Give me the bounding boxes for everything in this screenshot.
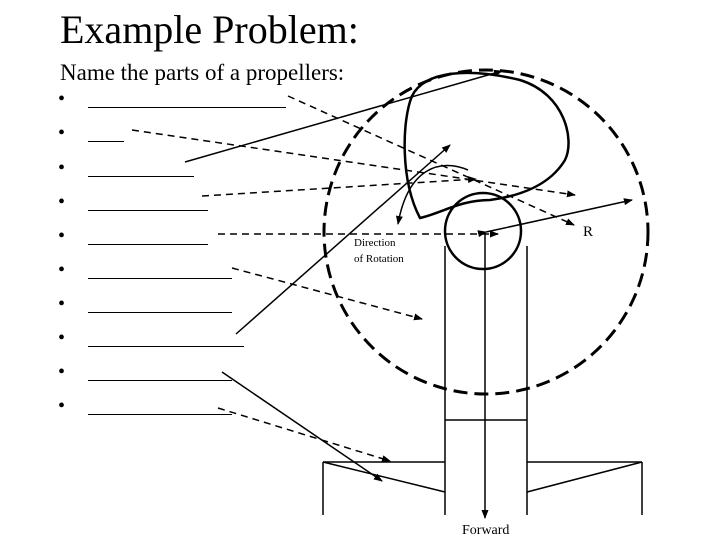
answer-blank-6[interactable]: [88, 278, 232, 279]
bullet-7: •: [58, 293, 66, 315]
answer-blank-1[interactable]: [88, 107, 286, 108]
bullet-10: •: [58, 395, 66, 417]
propeller-blade: [403, 71, 570, 220]
pointer-arrow-3: [184, 69, 503, 163]
pointer-arrow-1: [287, 95, 575, 226]
bullet-4: •: [58, 191, 66, 213]
pointer-arrow-6: [231, 267, 423, 321]
pointer-arrow-8: [221, 371, 383, 482]
answer-blank-4[interactable]: [88, 210, 208, 211]
forward-label: Forward: [462, 523, 509, 538]
pointer-arrow-4: [201, 176, 477, 197]
radius-arrow: [477, 198, 633, 238]
bullet-1: •: [58, 88, 66, 110]
bullet-8: •: [58, 327, 66, 349]
answer-blank-5[interactable]: [88, 244, 208, 245]
answer-blank-7[interactable]: [88, 312, 232, 313]
bullet-6: •: [58, 259, 66, 281]
slide-subtitle: Name the parts of a propellers:: [60, 60, 345, 85]
pointer-arrow-9: [217, 407, 391, 462]
bullet-9: •: [58, 361, 66, 383]
bullet-3: •: [58, 157, 66, 179]
slide-title: Example Problem:: [60, 7, 359, 52]
hull-right-diagonal: [526, 461, 643, 493]
propeller-hub: [443, 191, 523, 271]
radius-label: R: [583, 224, 593, 240]
bullet-5: •: [58, 225, 66, 247]
pointer-arrow-2: [131, 129, 576, 198]
answer-blank-3[interactable]: [88, 176, 194, 177]
rotation-arrow: [395, 164, 469, 225]
bullet-2: •: [58, 122, 66, 144]
answer-blank-8[interactable]: [88, 346, 244, 347]
answer-blank-10[interactable]: [88, 414, 232, 415]
hull-left-diagonal: [322, 461, 446, 493]
direction-of-rotation-label-line1: Direction: [354, 237, 396, 249]
direction-of-rotation-label-line2: of Rotation: [354, 253, 404, 265]
answer-blank-9[interactable]: [88, 380, 232, 381]
propeller-disc-circle: [322, 68, 650, 396]
pointer-arrow-7: [235, 144, 451, 335]
answer-blank-2[interactable]: [88, 141, 124, 142]
